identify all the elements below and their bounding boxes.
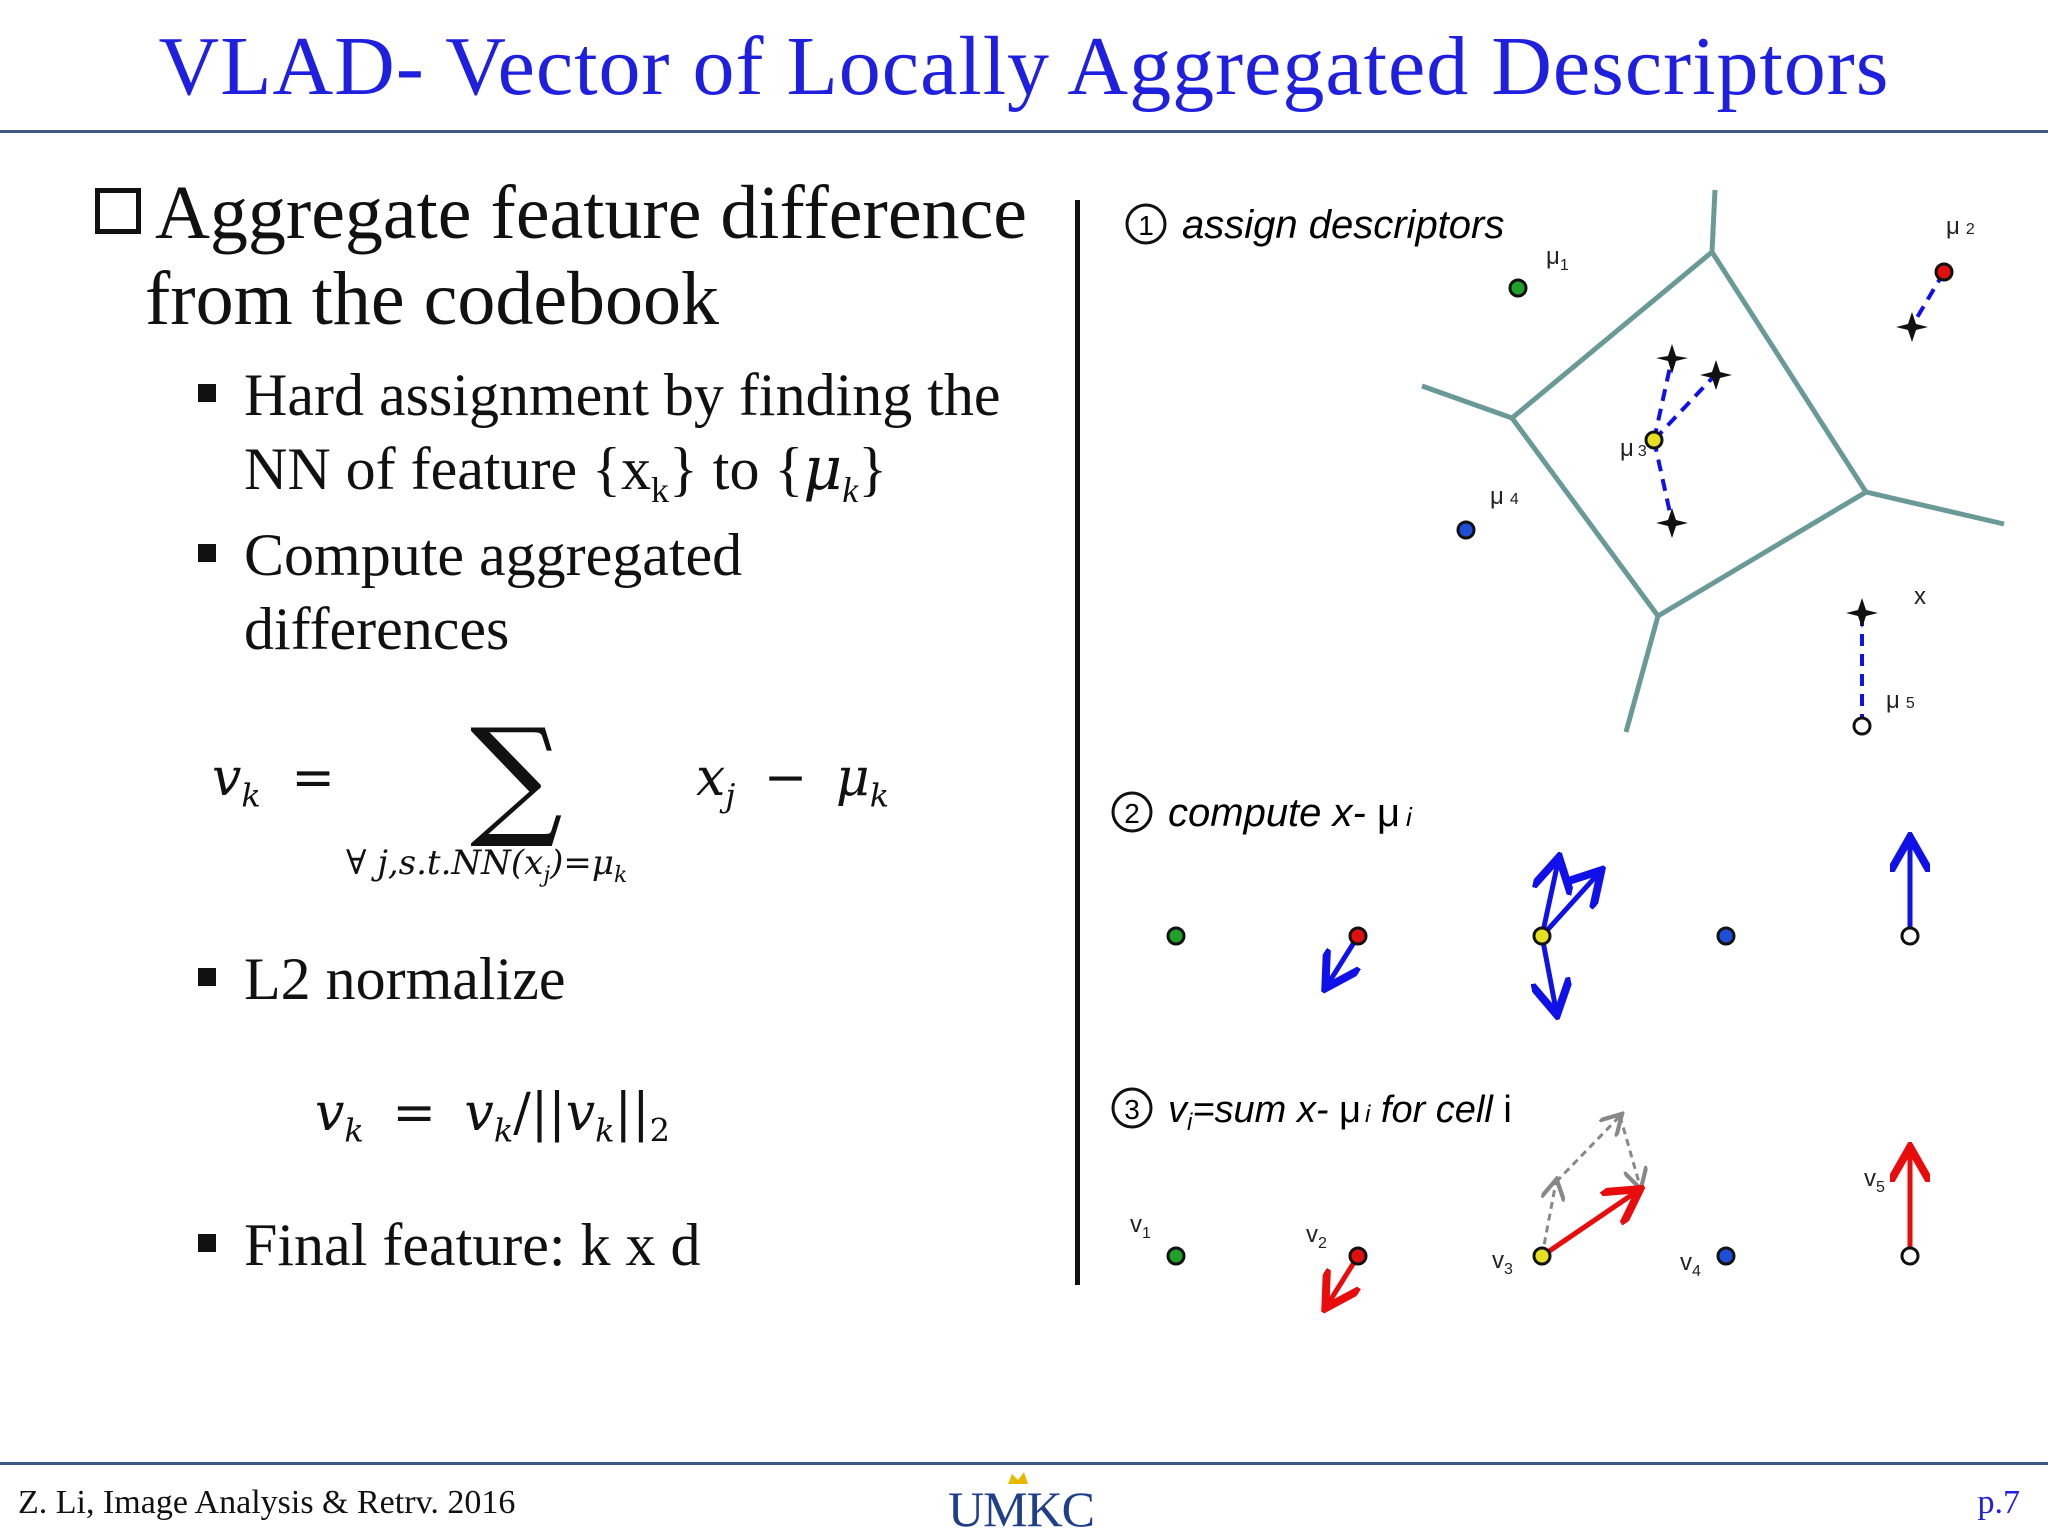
checkbox-bullet-icon — [95, 188, 141, 234]
sub-bullet-final: Final feature: k x d — [198, 1208, 1128, 1282]
sum-red-arrows — [1328, 1152, 1910, 1304]
svg-text:μ1: μ1 — [1546, 243, 1569, 274]
centroids-step2 — [1166, 926, 1920, 946]
page-number: p.7 — [1977, 1484, 2021, 1521]
svg-text:μ5: μ5 — [1886, 687, 1915, 714]
svg-text:v1: v1 — [1130, 1211, 1151, 1242]
svg-text:compute x- μi: compute x- μi — [1168, 791, 1413, 835]
logo-crown-icon — [1008, 1472, 1028, 1484]
square-bullet-icon — [198, 544, 216, 562]
svg-text:μ4: μ4 — [1490, 483, 1519, 510]
descriptor-stars — [1656, 312, 1928, 628]
square-bullet-icon — [198, 1234, 216, 1252]
svg-text:v2: v2 — [1306, 1221, 1327, 1252]
step1-header: 1 assign descriptors — [1125, 203, 1504, 247]
step2-number: 2 — [1124, 798, 1140, 829]
sub-bullet-line1: Hard assignment by finding the — [244, 362, 1001, 428]
main-bullet: Aggregate feature difference from the co… — [95, 170, 1085, 342]
v-labels: v1 v2 v3 v4 v5 — [1130, 1165, 1885, 1280]
step3-circle-icon — [1111, 1087, 1153, 1129]
svg-text:v5: v5 — [1864, 1165, 1885, 1196]
sum-condition: ∀ j,s.t.NN(xj)=μk — [346, 843, 628, 888]
vertical-divider — [1075, 200, 1080, 1285]
umkc-logo: UMKC — [948, 1481, 1095, 1537]
l2-normalize-formula: vk = vk/||vk||2 — [315, 1083, 670, 1150]
square-bullet-icon — [198, 968, 216, 986]
sum-gray-arrows — [1540, 1116, 1640, 1257]
sub-bullet-line2: NN of feature {xk} to {μk} — [244, 434, 888, 510]
main-bullet-line2: from the codebook — [145, 257, 720, 341]
sub-bullet-hard-assignment: Hard assignment by finding the NN of fea… — [198, 358, 1128, 527]
sub-bullet-l2: L2 normalize — [198, 942, 1128, 1016]
step1-circle-icon — [1125, 203, 1167, 245]
step1-number: 1 — [1138, 210, 1154, 241]
main-bullet-line1: Aggregate feature difference — [155, 171, 1028, 255]
slide-title: VLAD- Vector of Locally Aggregated Descr… — [158, 20, 1890, 113]
difference-arrows — [1328, 842, 1910, 1010]
step2-circle-icon — [1111, 791, 1153, 833]
centroids-step1 — [1456, 262, 1954, 736]
vlad-sum-formula: vk = — [212, 748, 335, 815]
sub-bullet-line1: Final feature: k x d — [244, 1212, 701, 1278]
voronoi-cells — [1421, 189, 2005, 733]
svg-text:vi=sum x- μi for cell i: vi=sum x- μi for cell i — [1168, 1089, 1512, 1136]
bottom-divider — [0, 1462, 2048, 1465]
formula-rhs: xj − μk — [696, 748, 890, 815]
svg-text:v4: v4 — [1680, 1249, 1701, 1280]
step1-label: assign descriptors — [1182, 203, 1504, 247]
sigma-symbol: ∑ — [470, 700, 563, 852]
svg-text:x: x — [1914, 583, 1926, 610]
square-bullet-icon — [198, 384, 216, 402]
svg-text:μ3: μ3 — [1620, 435, 1647, 462]
centroids-step3 — [1166, 1246, 1920, 1266]
step3-number: 3 — [1124, 1094, 1140, 1125]
svg-text:v3: v3 — [1492, 1247, 1513, 1278]
sub-bullet-line1: L2 normalize — [244, 946, 566, 1012]
top-divider — [0, 130, 2048, 133]
sub-bullet-line1: Compute aggregated — [244, 522, 743, 588]
svg-text:μ2: μ2 — [1946, 213, 1975, 240]
footer-author: Z. Li, Image Analysis & Retrv. 2016 — [18, 1484, 516, 1521]
sub-bullet-line2: differences — [244, 596, 510, 662]
sub-bullet-compute: Compute aggregated differences — [198, 518, 1128, 666]
